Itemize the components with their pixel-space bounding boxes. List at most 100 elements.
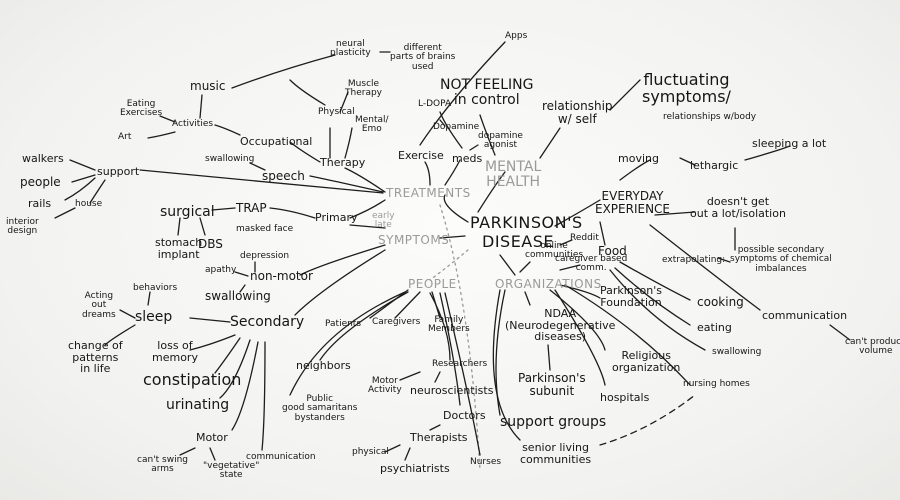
link-center-mental bbox=[477, 171, 506, 213]
link-experience-communication bbox=[649, 224, 761, 311]
node-swallowing-food: swallowing bbox=[712, 347, 762, 357]
node-communication-symptom: communication bbox=[246, 452, 316, 462]
node-fluctuating-symptoms: fluctuating symptoms/ bbox=[642, 70, 731, 106]
node-exercise: Exercise bbox=[398, 149, 444, 162]
link-treatments-meds bbox=[444, 159, 461, 186]
link-people-doctors bbox=[439, 292, 461, 406]
link-therapy-mental bbox=[344, 127, 353, 159]
node-loss-of-memory: loss of memory bbox=[152, 339, 198, 364]
hub-everyday-experience: EVERYDAY EXPERIENCE bbox=[595, 189, 671, 216]
node-different-parts: different parts of brains used bbox=[390, 43, 456, 72]
link-symptoms-secondary bbox=[294, 249, 386, 316]
node-people-support: people bbox=[20, 175, 61, 189]
node-vegetative-state: "vegetative" state bbox=[203, 461, 260, 481]
node-dbs: DBS bbox=[198, 237, 223, 251]
node-eating-exercises: Eating Exercises bbox=[120, 99, 163, 119]
link-symptoms-primary bbox=[349, 224, 386, 229]
link-center-experience bbox=[554, 199, 601, 227]
node-speech: speech bbox=[262, 169, 305, 183]
link-physical-muscle bbox=[339, 91, 349, 113]
node-motor-activity: Motor Activity bbox=[368, 376, 402, 396]
link-people-public bbox=[289, 291, 406, 396]
link-org-caregiver bbox=[559, 264, 581, 271]
node-neighbors: neighbors bbox=[296, 359, 351, 372]
node-activities: Activities bbox=[172, 119, 214, 129]
link-activities-music bbox=[199, 94, 203, 119]
link-moving-lethargic bbox=[679, 157, 696, 166]
node-change-of-patterns: change of patterns in life bbox=[68, 339, 123, 376]
link-communication-volume bbox=[829, 324, 851, 341]
link-therapy-occupational bbox=[289, 141, 321, 163]
link-meds-ldopa bbox=[439, 111, 463, 149]
node-therapy: Therapy bbox=[320, 156, 366, 169]
node-sleeping-a-lot: sleeping a lot bbox=[752, 137, 827, 150]
hub-mental-health: MENTAL HEALTH bbox=[485, 159, 542, 190]
link-sleep-acting bbox=[119, 309, 136, 319]
node-muscle-therapy: Muscle Therapy bbox=[345, 79, 382, 99]
node-apps: Apps bbox=[505, 31, 528, 41]
link-center-people bbox=[429, 249, 469, 281]
link-org-senior bbox=[492, 289, 521, 441]
link-nonmotor-apathy bbox=[234, 271, 249, 277]
link-surgical-dbs bbox=[199, 217, 206, 236]
node-doctors: Doctors bbox=[443, 409, 486, 422]
node-not-feeling-in-control: NOT FEELING in control bbox=[440, 77, 534, 108]
link-org-nursing bbox=[564, 284, 691, 386]
link-treatments-therapy bbox=[344, 167, 386, 193]
link-trap-surgical bbox=[211, 207, 236, 211]
link-sleep-change bbox=[104, 324, 136, 346]
node-sleep: sleep bbox=[135, 309, 173, 325]
link-online-reddit bbox=[559, 239, 573, 246]
node-cant-swing-arms: can't swing arms bbox=[137, 455, 188, 475]
node-trap: TRAP bbox=[236, 201, 267, 215]
node-interior-design: interior design bbox=[6, 217, 39, 237]
link-physical-neural bbox=[289, 79, 326, 106]
node-nurses: Nurses bbox=[470, 457, 502, 467]
link-org-foundation bbox=[559, 284, 601, 299]
node-physical-therapy: Physical bbox=[318, 107, 355, 117]
node-lethargic: lethargic bbox=[690, 159, 739, 172]
link-relationship-fluctuating bbox=[609, 79, 641, 111]
node-senior-living: senior living communities bbox=[520, 441, 592, 466]
node-parkinsons-foundation: Parkinson's Foundation bbox=[600, 284, 662, 309]
node-religious-organization: Religious organization bbox=[612, 349, 681, 374]
link-neural-music bbox=[231, 54, 336, 89]
node-depression: depression bbox=[240, 251, 290, 261]
link-primary-trap bbox=[269, 207, 316, 219]
link-people-nurses bbox=[444, 292, 481, 456]
link-experience-food bbox=[599, 221, 606, 246]
node-family-members: Family Members bbox=[428, 315, 470, 335]
node-motor: Motor bbox=[196, 431, 228, 444]
node-secondary: Secondary bbox=[230, 314, 305, 330]
hub-organizations: ORGANIZATIONS bbox=[495, 277, 602, 291]
link-senior-nursing bbox=[599, 394, 696, 446]
link-extrapolating-possible bbox=[717, 257, 731, 263]
node-parkinsons-subunit: Parkinson's subunit bbox=[518, 371, 586, 398]
link-center-treatments bbox=[443, 194, 469, 223]
link-motor-vegetative bbox=[209, 447, 216, 461]
link-center-organizations bbox=[499, 254, 516, 276]
node-non-motor: non-motor bbox=[250, 269, 313, 283]
link-treatments-primary bbox=[349, 199, 386, 219]
link-therapists-physical bbox=[384, 444, 401, 453]
central-topic: PARKINSON'S DISEASE bbox=[470, 214, 583, 251]
link-therapists-psych bbox=[404, 447, 411, 461]
node-doesnt-get-out: doesn't get out a lot/isolation bbox=[690, 195, 786, 220]
node-swallowing-symptom: swallowing bbox=[205, 289, 271, 303]
hub-people: PEOPLE bbox=[408, 277, 457, 291]
node-swallowing-therapy: swallowing bbox=[205, 154, 255, 164]
link-meds-agonist bbox=[469, 144, 479, 151]
node-nursing-homes: nursing homes bbox=[683, 379, 750, 389]
node-caregiver-based-comm: caregiver based comm. bbox=[555, 254, 628, 274]
node-cant-produce-volume: can't produce volume bbox=[845, 337, 900, 357]
node-possible-secondary: possible secondary symptoms of chemical … bbox=[730, 245, 832, 274]
node-extrapolating: extrapolating: bbox=[662, 255, 726, 265]
link-org-ndaa bbox=[524, 291, 531, 306]
node-food: Food bbox=[598, 244, 627, 258]
node-psychiatrists: psychiatrists bbox=[380, 462, 450, 475]
link-researchers-neuro bbox=[434, 371, 441, 383]
node-moving: moving bbox=[618, 152, 659, 165]
link-surgical-stomach bbox=[177, 217, 181, 236]
node-constipation: constipation bbox=[143, 370, 242, 389]
